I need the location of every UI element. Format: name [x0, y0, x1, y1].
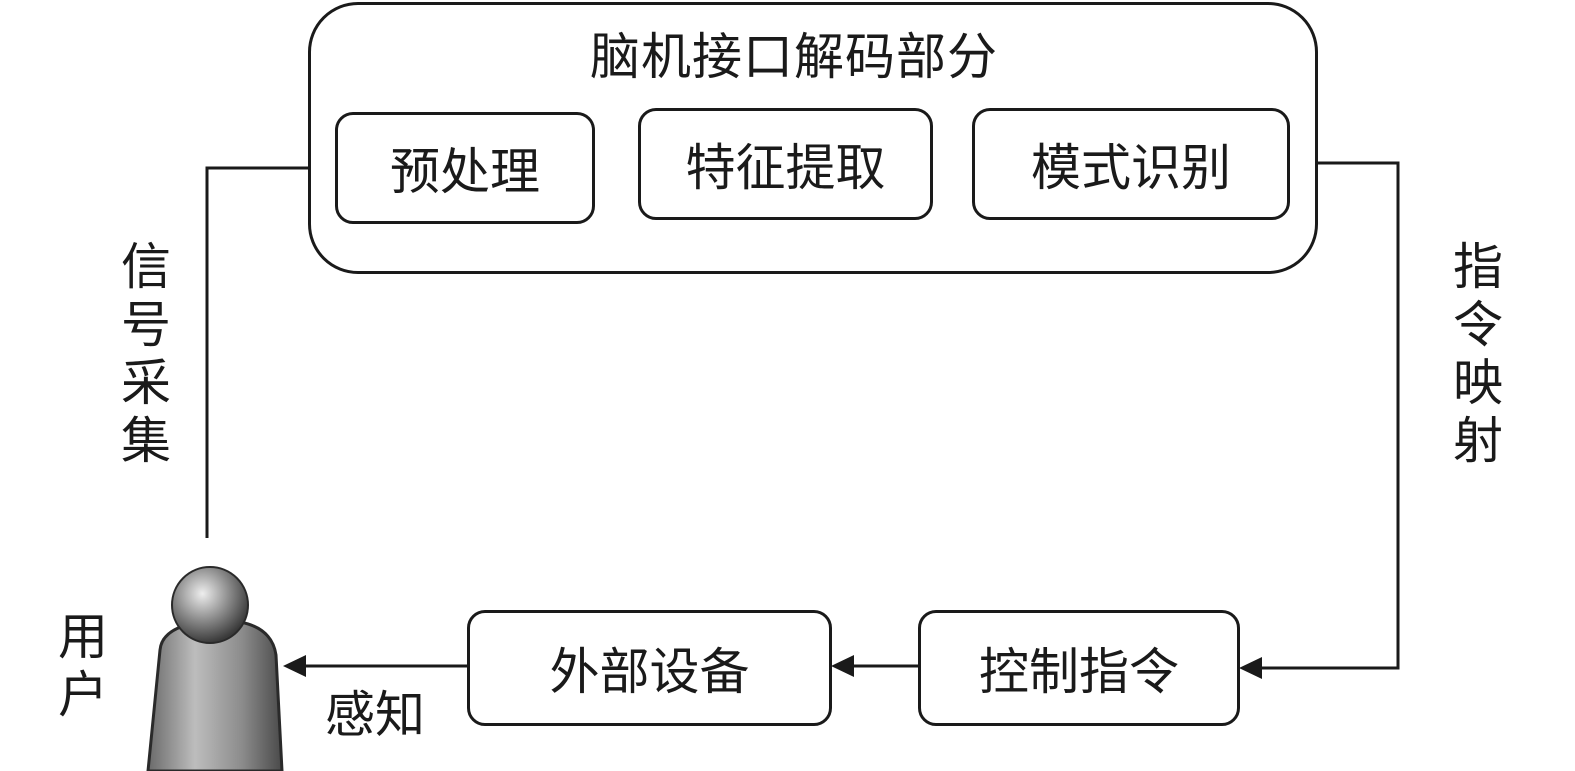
pattern-recognition-box: 模式识别: [972, 108, 1290, 220]
feature-extraction-box: 特征提取: [638, 108, 933, 220]
pattern-recognition-label: 模式识别: [1031, 139, 1231, 197]
control-command-box: 控制指令: [918, 610, 1240, 726]
control-command-label: 控制指令: [979, 643, 1179, 701]
preprocess-label: 预处理: [390, 143, 540, 201]
external-device-box: 外部设备: [467, 610, 832, 726]
user-icon: [146, 566, 284, 771]
arrow-command-to-device: [831, 655, 920, 677]
arrow-mapping: [1239, 161, 1400, 679]
perception-label: 感知: [325, 686, 425, 744]
user-label: 用户: [58, 608, 108, 724]
mapping-label: 指令映射: [1453, 238, 1503, 470]
external-device-label: 外部设备: [549, 643, 750, 701]
acquisition-label: 信号采集: [121, 238, 171, 470]
arrow-perception: [283, 655, 469, 677]
feature-extraction-label: 特征提取: [685, 139, 886, 197]
preprocess-box: 预处理: [335, 112, 595, 224]
group-title: 脑机接口解码部分: [590, 28, 998, 86]
